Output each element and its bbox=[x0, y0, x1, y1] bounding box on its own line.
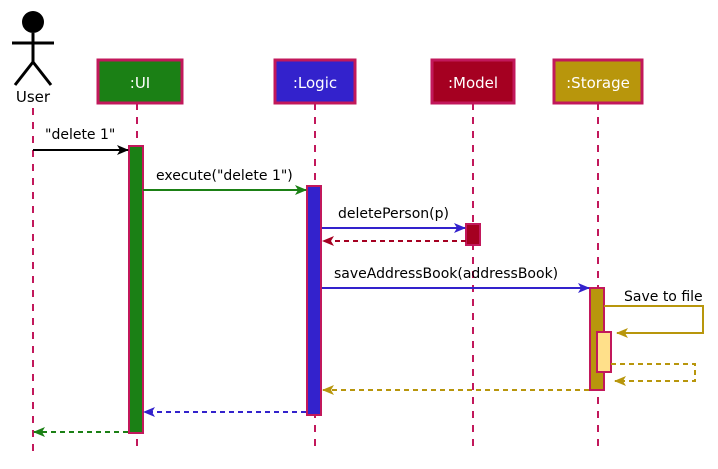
participant-box-logic-rect bbox=[273, 58, 357, 105]
message-save-to-file-return-path bbox=[611, 363, 696, 386]
activation-bar-logic bbox=[306, 185, 322, 416]
participant-box-ui[interactable]: :UI bbox=[96, 58, 184, 105]
message-delete-person: deletePerson(p) bbox=[322, 206, 466, 233]
message-save-to-file-self-return bbox=[611, 363, 696, 386]
activation-bar-ui bbox=[128, 145, 144, 434]
message-save-address-book-label: saveAddressBook(addressBook) bbox=[334, 266, 558, 282]
participant-label-logic: :Logic bbox=[293, 74, 337, 92]
message-execute: execute("delete 1") bbox=[143, 168, 307, 195]
activation-bar-storage-nested bbox=[596, 331, 612, 373]
participant-label-ui: :UI bbox=[130, 74, 150, 92]
actor-label: User bbox=[16, 88, 51, 106]
message-save-to-file-path bbox=[604, 305, 704, 338]
actor-user: User bbox=[12, 11, 54, 106]
message-delete-command-label: "delete 1" bbox=[45, 127, 115, 143]
participant-box-logic[interactable]: :Logic bbox=[273, 58, 357, 105]
participant-box-storage[interactable]: :Storage bbox=[552, 58, 644, 105]
actor-leg-right-icon bbox=[31, 61, 53, 86]
participant-label-model: :Model bbox=[448, 74, 498, 92]
message-execute-label: execute("delete 1") bbox=[156, 168, 293, 184]
message-save-to-file-label: Save to file bbox=[624, 289, 703, 305]
activation-bar-model bbox=[465, 223, 481, 246]
participant-box-storage-rect bbox=[552, 58, 644, 105]
participant-box-model[interactable]: :Model bbox=[430, 58, 516, 105]
message-save-address-book: saveAddressBook(addressBook) bbox=[322, 266, 590, 293]
message-delete-command: "delete 1" bbox=[33, 127, 129, 155]
message-save-to-file-self-call: Save to file bbox=[604, 289, 704, 338]
actor-head-icon bbox=[22, 11, 44, 33]
message-delete-person-label: deletePerson(p) bbox=[338, 206, 449, 222]
participant-box-model-rect bbox=[430, 58, 516, 105]
participant-box-ui-rect bbox=[96, 58, 184, 105]
participant-label-storage: :Storage bbox=[566, 74, 630, 92]
actor-leg-left-icon bbox=[13, 61, 35, 86]
